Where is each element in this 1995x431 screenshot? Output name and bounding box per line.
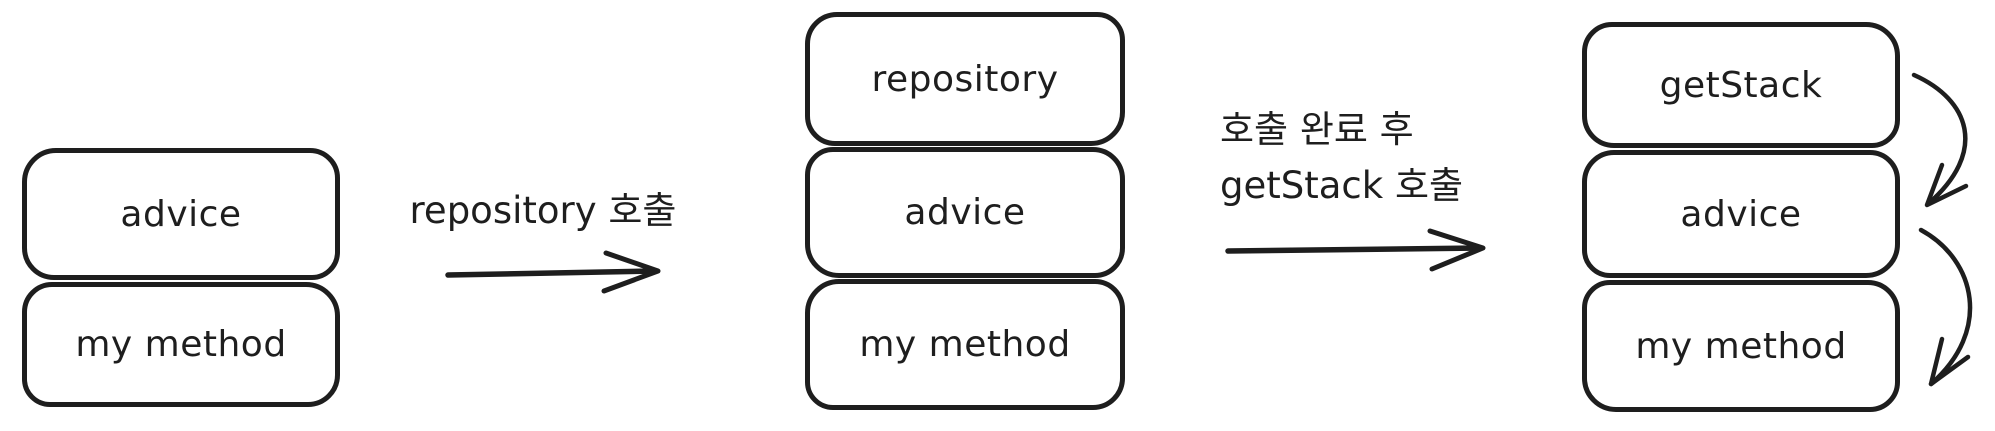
stack3-box-my-method-label: my method: [1635, 325, 1847, 367]
stack2-box-my-method: my method: [805, 279, 1125, 410]
getstack-call-label-line2: getStack 호출: [1220, 164, 1464, 207]
curved-arrow-getstack-pop-icon: [1911, 72, 1969, 208]
repository-call-arrow-icon: [445, 250, 661, 294]
stack2-box-my-method-label: my method: [859, 324, 1071, 365]
stack3-box-getstack: getStack: [1582, 22, 1900, 148]
stack3-box-my-method: my method: [1582, 280, 1900, 412]
stack1-box-advice: advice: [22, 148, 340, 280]
getstack-call-arrow-icon: [1225, 228, 1486, 272]
stack1-box-my-method: my method: [22, 282, 340, 407]
stack2-box-repository-label: repository: [871, 58, 1059, 100]
stack1-box-advice-label: advice: [120, 193, 242, 235]
stack3-box-getstack-label: getStack: [1659, 64, 1823, 106]
getstack-call-label: 호출 완료 후 getStack 호출: [1220, 102, 1463, 214]
stack2-box-repository: repository: [805, 12, 1125, 146]
stack1-box-my-method-label: my method: [75, 324, 287, 365]
getstack-call-label-line1: 호출 완료 후: [1220, 108, 1414, 151]
stack2-box-advice-label: advice: [904, 192, 1026, 233]
stack2-box-advice: advice: [805, 147, 1125, 278]
repository-call-label: repository 호출: [409, 189, 677, 232]
stack3-box-advice: advice: [1582, 150, 1900, 278]
curved-arrow-advice-pop-icon: [1918, 227, 1973, 387]
stack3-box-advice-label: advice: [1680, 193, 1802, 235]
